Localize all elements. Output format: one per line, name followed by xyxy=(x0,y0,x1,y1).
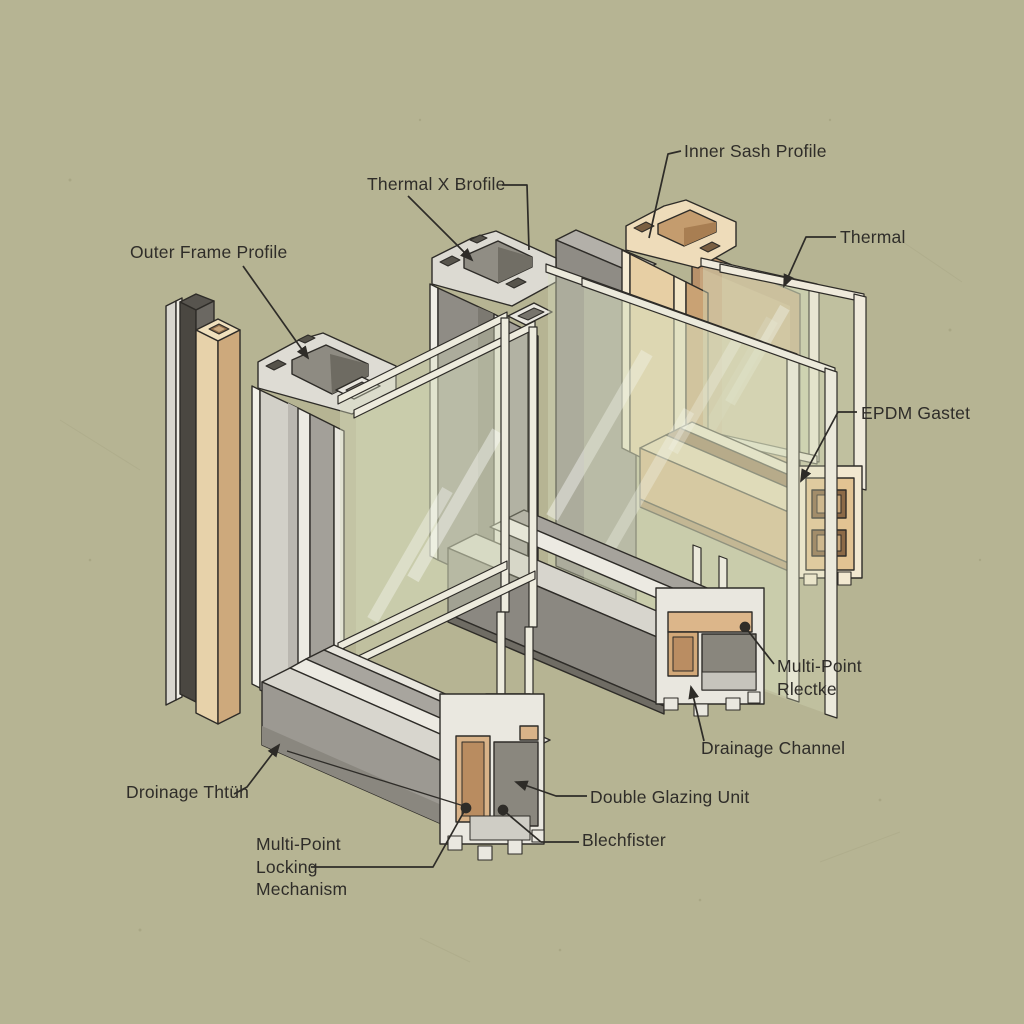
leader-rlectke xyxy=(739,621,775,665)
label-multi-point-rlectke-line1: Multi-Point xyxy=(777,656,862,676)
label-locking-line3: Mechanism xyxy=(256,879,348,899)
outer-frame-cut-section xyxy=(439,693,545,861)
leader-double-glazing xyxy=(514,780,587,797)
label-droinage-thtuh: Droinage Thtüh xyxy=(126,782,250,802)
outer-frame-assembly xyxy=(251,311,551,861)
label-multi-point-rlectke: Multi-Point Rlectke xyxy=(777,655,862,700)
leader-thermal xyxy=(783,236,836,288)
label-multi-point-rlectke-line2: Rlectke xyxy=(777,678,837,699)
label-double-glazing-unit: Double Glazing Unit xyxy=(590,787,750,807)
leader-outer-frame xyxy=(242,265,310,360)
leader-thermal-x-elbow xyxy=(502,184,530,251)
label-drainage-channel: Drainage Channel xyxy=(701,738,846,758)
leader-locking xyxy=(311,802,472,868)
label-thermal: Thermal xyxy=(840,227,906,247)
middle-back-slab xyxy=(555,229,657,601)
leader-epdm xyxy=(800,411,857,483)
label-epdm-gastet: EPDM Gastet xyxy=(861,403,971,423)
label-outer-frame-profile: Outer Frame Profile xyxy=(130,242,288,262)
paper-grain xyxy=(59,118,982,963)
leader-lines xyxy=(233,150,857,868)
inner-sash-assembly xyxy=(621,199,867,586)
gasket-extrusion-bar xyxy=(165,293,241,725)
thermal-profile-assembly xyxy=(429,230,838,719)
leader-stray xyxy=(286,750,465,807)
thermal-cut-section xyxy=(655,587,765,717)
label-blechfister: Blechfister xyxy=(582,830,666,850)
leader-droinage xyxy=(233,743,281,795)
leader-inner-sash xyxy=(648,150,682,239)
label-locking-line2: Locking xyxy=(256,856,318,877)
leader-blechfister xyxy=(497,804,579,843)
label-locking-line1: Multi-Point xyxy=(256,834,341,854)
label-multi-point-locking-mechanism: Multi-Point Locking Mechanism xyxy=(256,833,347,901)
label-thermal-x-brofile: Thermal X Brofile xyxy=(367,174,506,194)
label-inner-sash-profile: Inner Sash Profile xyxy=(684,141,827,161)
leader-thermal-x-arrow xyxy=(407,195,474,262)
leader-drainage-channel xyxy=(688,685,705,742)
